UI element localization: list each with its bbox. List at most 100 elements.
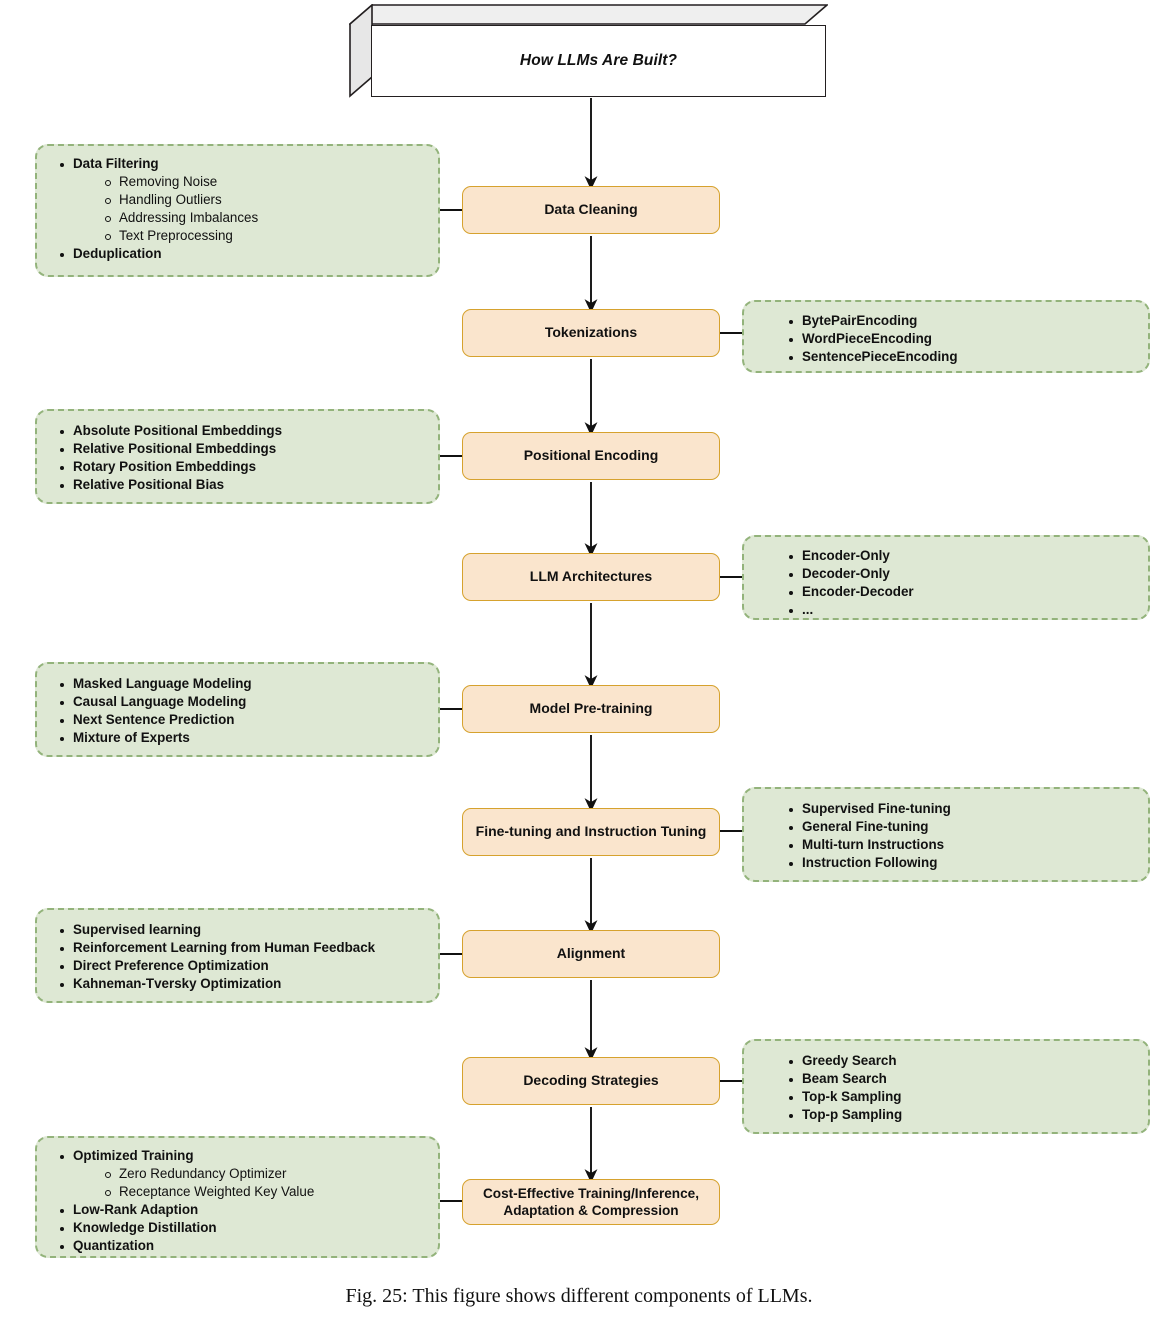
node-label-line1: Cost-Effective Training/Inference, — [482, 1185, 700, 1201]
node-model-pre-training[interactable]: Model Pre-training — [462, 685, 720, 733]
list-item: Deduplication — [60, 245, 428, 263]
list-item: Supervised learning — [60, 921, 428, 939]
sub-list-item: Receptance Weighted Key Value — [105, 1183, 428, 1201]
list-item-label: Relative Positional Embeddings — [73, 441, 277, 457]
list-item: SentencePieceEncoding — [789, 348, 1138, 366]
list-item: General Fine-tuning — [789, 818, 1138, 836]
list-item: Greedy Search — [789, 1052, 1138, 1070]
sub-list-item-label: Addressing Imbalances — [119, 210, 259, 226]
figure-caption: Fig. 25: This figure shows different com… — [345, 1285, 813, 1307]
list-item: Reinforcement Learning from Human Feedba… — [60, 939, 428, 957]
callout-model-pre-training: Masked Language Modeling Causal Language… — [35, 662, 440, 757]
list-item: ... — [789, 601, 1138, 619]
list-item-label: Decoder-Only — [802, 566, 890, 582]
list-item: Direct Preference Optimization — [60, 957, 428, 975]
list-item-label: Low-Rank Adaption — [73, 1202, 199, 1218]
node-label: Data Cleaning — [544, 201, 638, 218]
list-item: Kahneman-Tversky Optimization — [60, 975, 428, 993]
list-item: Top-k Sampling — [789, 1088, 1138, 1106]
node-label: Fine-tuning and Instruction Tuning — [475, 823, 707, 840]
list-item-label: Optimized Training — [73, 1148, 194, 1163]
node-llm-architectures[interactable]: LLM Architectures — [462, 553, 720, 601]
node-label: Model Pre-training — [529, 700, 653, 717]
list-item-label: Masked Language Modeling — [73, 676, 252, 691]
sub-list-item: Text Preprocessing — [105, 227, 428, 245]
list-item: Relative Positional Embeddings — [60, 440, 428, 458]
list-item: Next Sentence Prediction — [60, 711, 428, 729]
list-item-label: Absolute Positional Embeddings — [73, 423, 283, 438]
list-item-label: Top-p Sampling — [802, 1107, 903, 1123]
list-item: Relative Positional Bias — [60, 476, 428, 494]
list-item-label: Top-k Sampling — [802, 1089, 902, 1105]
list-item: Supervised Fine-tuning — [789, 800, 1138, 818]
node-label: Alignment — [556, 945, 626, 962]
page-title: How LLMs Are Built? — [519, 52, 678, 69]
list-item-label: Direct Preference Optimization — [73, 958, 269, 974]
node-positional-encoding[interactable]: Positional Encoding — [462, 432, 720, 480]
sub-list-item: Zero Redundancy Optimizer — [105, 1165, 428, 1183]
list-item-label: General Fine-tuning — [802, 819, 929, 835]
sub-list-item-label: Text Preprocessing — [119, 228, 233, 244]
list-item-label: Supervised Fine-tuning — [802, 801, 951, 816]
sub-list-item-label: Handling Outliers — [119, 192, 222, 208]
sub-list-item-label: Removing Noise — [119, 174, 218, 190]
callout-tokenizations: BytePairEncoding WordPieceEncoding Sente… — [742, 300, 1150, 373]
list-item-label: Reinforcement Learning from Human Feedba… — [73, 940, 376, 956]
list-item-label: Rotary Position Embeddings — [73, 459, 257, 475]
list-item-label: Multi-turn Instructions — [802, 837, 945, 853]
sub-list-item: Removing Noise — [105, 173, 428, 191]
callout-alignment: Supervised learning Reinforcement Learni… — [35, 908, 440, 1003]
node-data-cleaning[interactable]: Data Cleaning — [462, 186, 720, 234]
list-item-label: Greedy Search — [802, 1053, 897, 1068]
list-item: Beam Search — [789, 1070, 1138, 1088]
figure-title-box: How LLMs Are Built? — [349, 4, 828, 98]
list-item-label: WordPieceEncoding — [802, 331, 932, 347]
node-tokenizations[interactable]: Tokenizations — [462, 309, 720, 357]
callout-list: Supervised Fine-tuning General Fine-tuni… — [776, 800, 1138, 872]
list-item: Masked Language Modeling — [60, 675, 428, 693]
list-item-label: BytePairEncoding — [802, 313, 918, 328]
list-item-label: Instruction Following — [802, 855, 938, 871]
node-alignment[interactable]: Alignment — [462, 930, 720, 978]
callout-positional-encoding: Absolute Positional Embeddings Relative … — [35, 409, 440, 504]
list-item: Knowledge Distillation — [60, 1219, 428, 1237]
list-item-label: Data Filtering — [73, 156, 159, 171]
list-item-label: Encoder-Only — [802, 548, 890, 563]
list-item-label: Relative Positional Bias — [73, 477, 225, 493]
list-item: WordPieceEncoding — [789, 330, 1138, 348]
callout-list: Greedy Search Beam Search Top-k Sampling… — [776, 1052, 1138, 1124]
list-item: Encoder-Decoder — [789, 583, 1138, 601]
callout-list: Optimized Training Zero Redundancy Optim… — [47, 1147, 428, 1255]
list-item: BytePairEncoding — [789, 312, 1138, 330]
node-label: Decoding Strategies — [523, 1072, 659, 1089]
node-label: Positional Encoding — [523, 447, 659, 464]
list-item: Top-p Sampling — [789, 1106, 1138, 1124]
node-cost-effective[interactable]: Cost-Effective Training/Inference, Adapt… — [462, 1179, 720, 1225]
callout-sublist: Removing Noise Handling Outliers Address… — [73, 173, 428, 245]
callout-list: Data Filtering Removing Noise Handling O… — [47, 155, 428, 263]
callout-list: Absolute Positional Embeddings Relative … — [47, 422, 428, 494]
list-item-label: Quantization — [73, 1238, 155, 1254]
sub-list-item-label: Zero Redundancy Optimizer — [119, 1166, 287, 1182]
node-label: LLM Architectures — [529, 568, 653, 585]
list-item: Instruction Following — [789, 854, 1138, 872]
sub-list-item: Addressing Imbalances — [105, 209, 428, 227]
list-item-label: Kahneman-Tversky Optimization — [73, 976, 282, 992]
list-item-label: Knowledge Distillation — [73, 1220, 217, 1236]
list-item: Multi-turn Instructions — [789, 836, 1138, 854]
list-item: Causal Language Modeling — [60, 693, 428, 711]
sub-list-item-label: Receptance Weighted Key Value — [119, 1184, 315, 1200]
list-item: Decoder-Only — [789, 565, 1138, 583]
list-item-label: Mixture of Experts — [73, 730, 190, 746]
list-item: Encoder-Only — [789, 547, 1138, 565]
list-item: Absolute Positional Embeddings — [60, 422, 428, 440]
callout-list: Encoder-Only Decoder-Only Encoder-Decode… — [776, 547, 1138, 619]
node-label: Tokenizations — [544, 324, 638, 341]
callout-list: Masked Language Modeling Causal Language… — [47, 675, 428, 747]
callout-list: Supervised learning Reinforcement Learni… — [47, 921, 428, 993]
node-fine-tuning[interactable]: Fine-tuning and Instruction Tuning — [462, 808, 720, 856]
node-decoding-strategies[interactable]: Decoding Strategies — [462, 1057, 720, 1105]
callout-fine-tuning: Supervised Fine-tuning General Fine-tuni… — [742, 787, 1150, 882]
list-item-label: SentencePieceEncoding — [802, 349, 958, 365]
